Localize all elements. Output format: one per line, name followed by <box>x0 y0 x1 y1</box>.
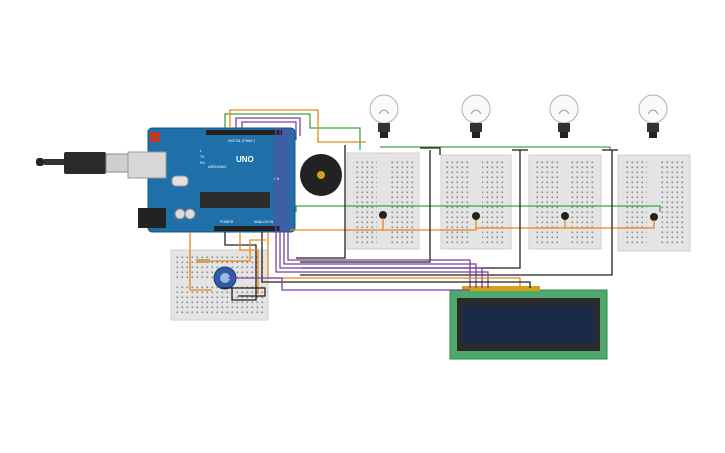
transistor-1 <box>379 211 387 219</box>
power-header-label: POWER <box>220 220 234 224</box>
brand-label: ARDUINO <box>208 164 226 169</box>
power-analog-header <box>214 226 280 231</box>
lcd-header-pins <box>462 286 540 291</box>
model-label: UNO <box>236 155 254 164</box>
light-bulb-icon[interactable] <box>461 94 491 138</box>
on-led-label: ON <box>274 177 280 181</box>
transistor-3 <box>561 212 569 220</box>
breadboard-2[interactable] <box>440 154 512 250</box>
light-bulb-icon[interactable] <box>369 94 399 138</box>
breadboard-1[interactable] <box>346 152 420 250</box>
tx-label: TX <box>200 155 205 159</box>
analog-header-label: ANALOG IN <box>254 220 274 224</box>
digital-header <box>206 130 282 135</box>
rx-label: RX <box>200 161 206 165</box>
lcd-display[interactable] <box>449 286 608 360</box>
digital-header-label: DIGITAL (PWM~) <box>228 139 255 143</box>
reset-button[interactable] <box>150 132 160 142</box>
transistor-4 <box>650 213 658 221</box>
light-bulb-icon[interactable] <box>549 94 579 138</box>
light-bulb-icon[interactable] <box>638 94 668 138</box>
atmega-chip <box>200 192 270 208</box>
breadboard-3[interactable] <box>528 154 602 250</box>
l-led-label: L <box>200 149 202 153</box>
small-breadboard[interactable] <box>170 249 269 321</box>
transistor-2 <box>472 212 480 220</box>
wires[interactable] <box>189 109 661 301</box>
piezo-buzzer-icon[interactable] <box>300 154 342 196</box>
usb-cable-icon[interactable] <box>36 152 133 174</box>
breadboard-4[interactable] <box>617 154 691 252</box>
arduino-uno-board[interactable]: UNO ARDUINO DIGITAL (PWM~) POWER ANALOG … <box>127 127 296 233</box>
resistor <box>196 259 210 263</box>
